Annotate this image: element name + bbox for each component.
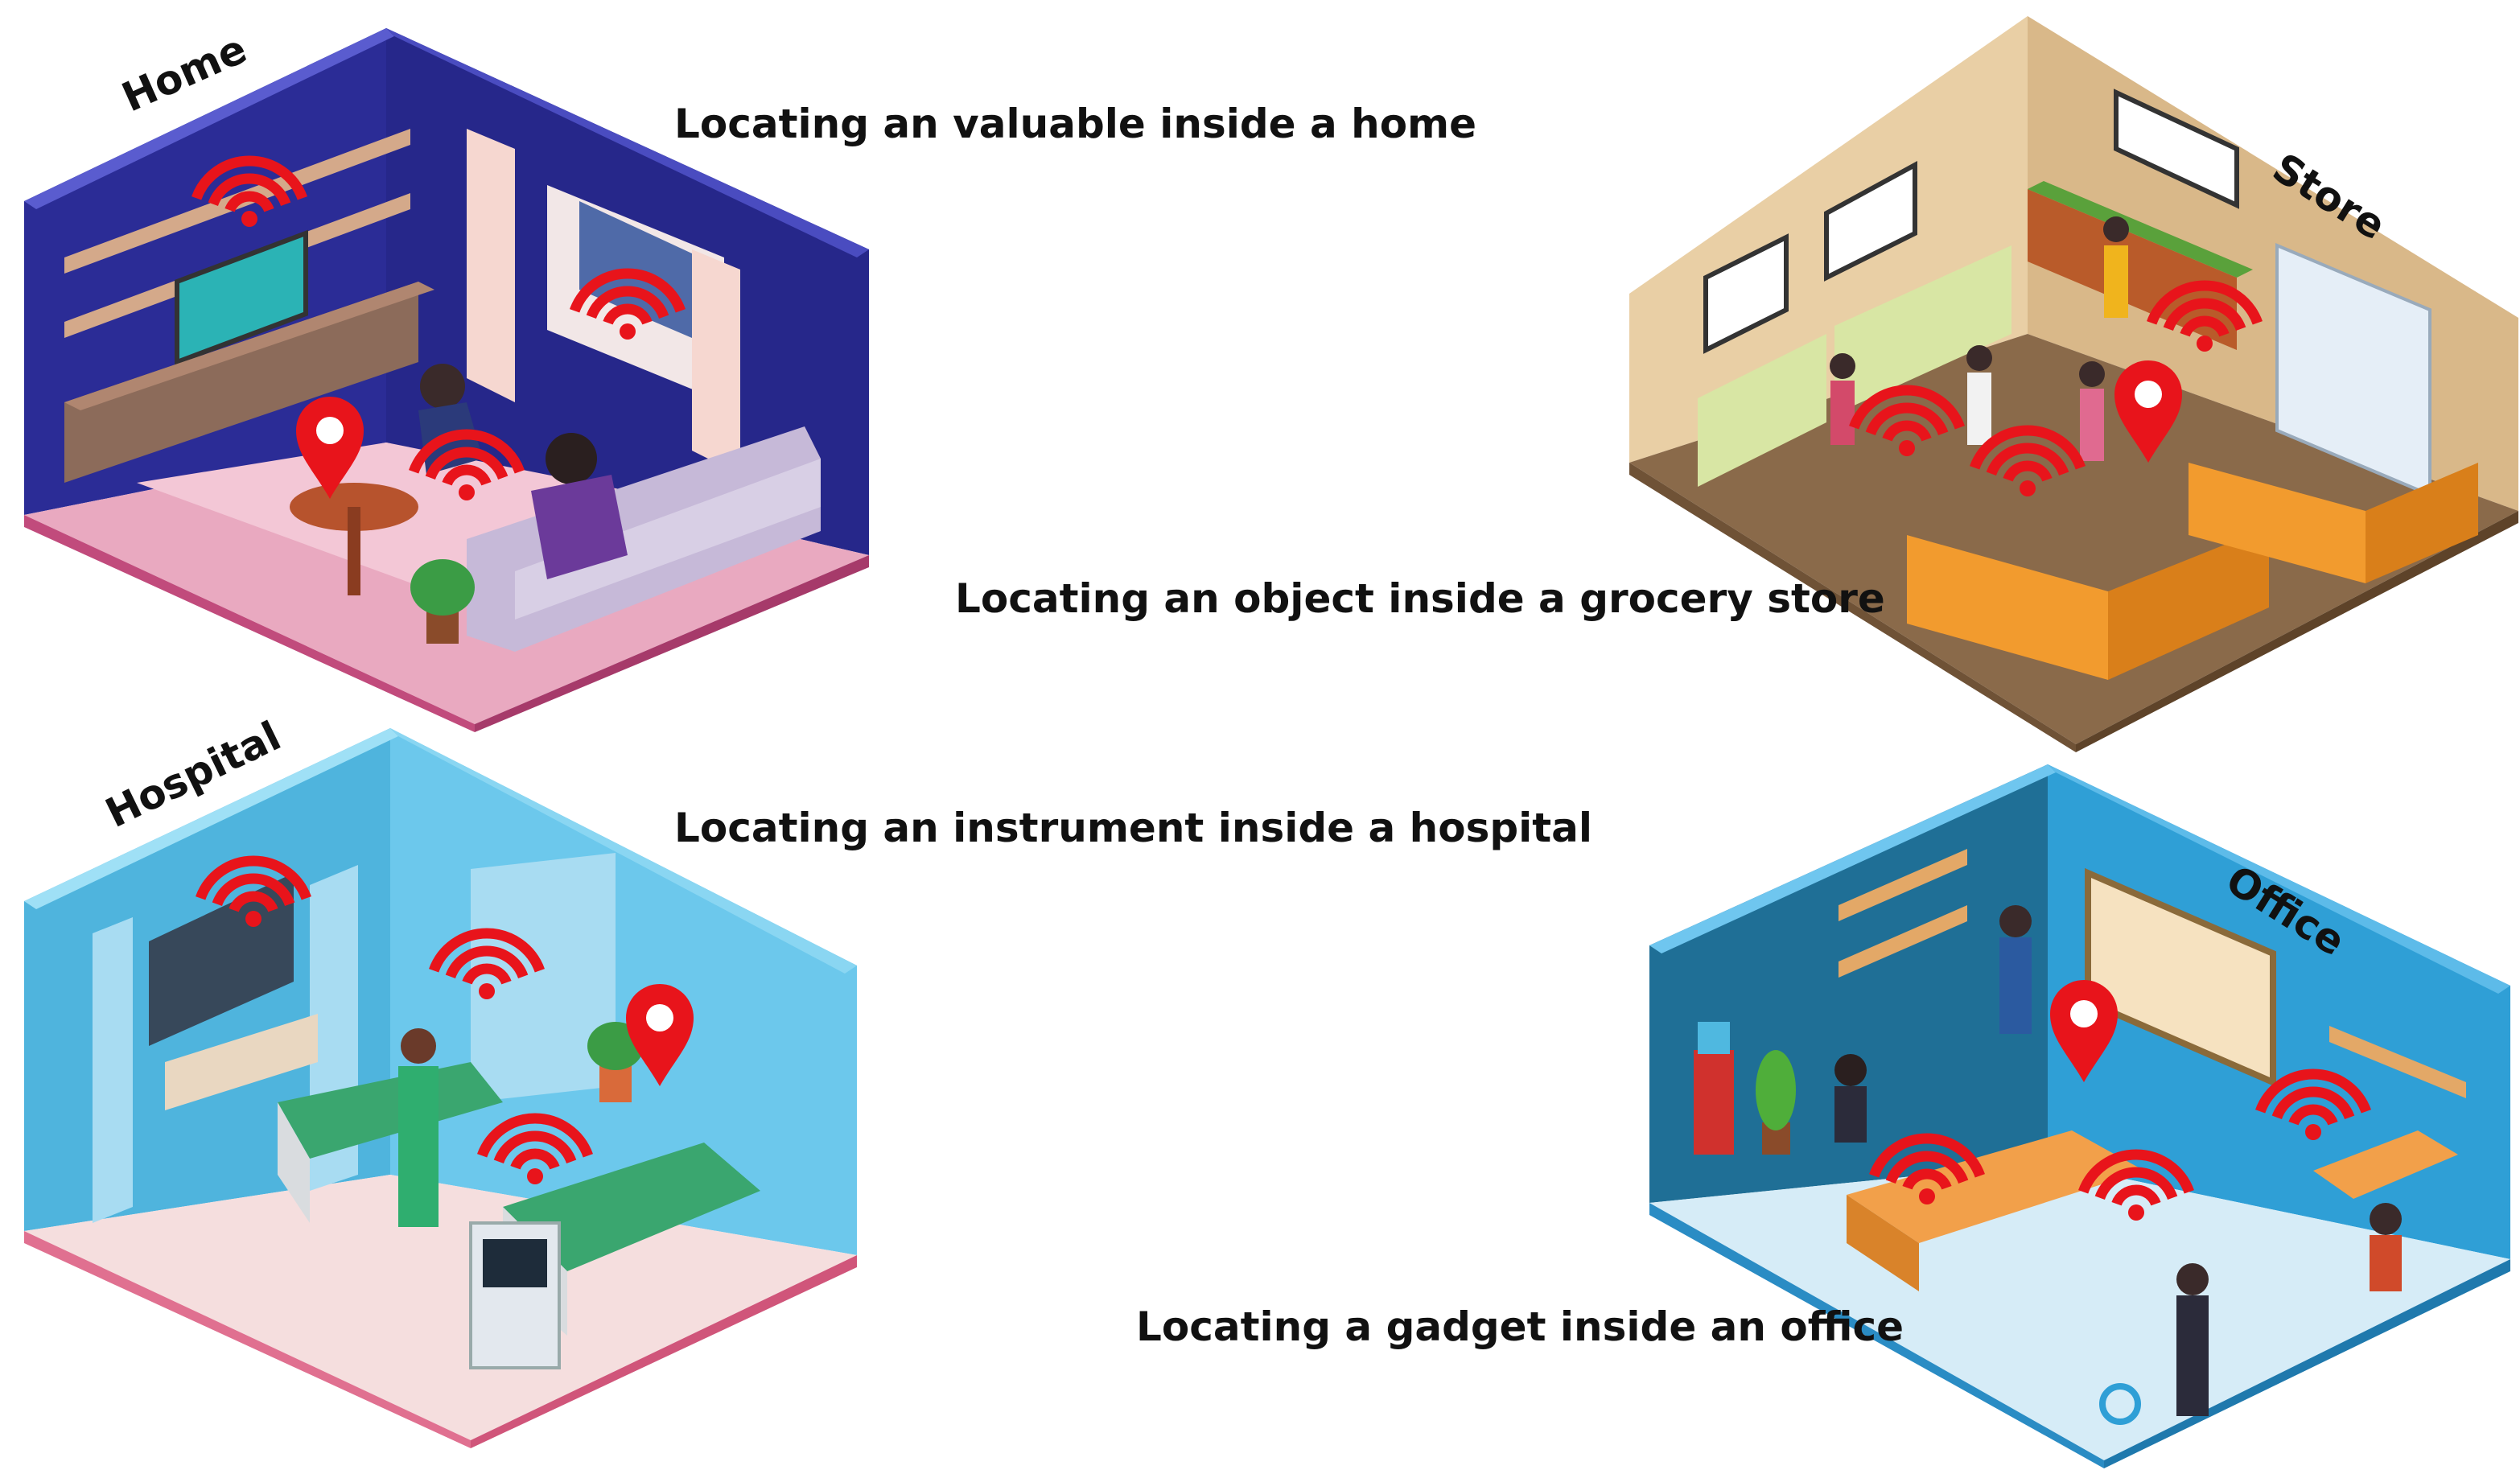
home-room bbox=[16, 24, 869, 732]
location-pin-icon bbox=[2050, 980, 2118, 1082]
wifi-signal-icon bbox=[409, 429, 525, 500]
location-pin-icon bbox=[626, 984, 694, 1086]
office-left-wall bbox=[1649, 764, 2048, 1203]
location-pin-icon bbox=[296, 397, 364, 499]
wifi-signal-icon bbox=[2078, 1149, 2194, 1221]
office-right-wall bbox=[2048, 764, 2510, 1259]
office-caption: Locating a gadget inside an office bbox=[1136, 1303, 1904, 1350]
hospital-room bbox=[20, 724, 865, 1448]
wifi-signal-icon bbox=[1869, 1133, 1985, 1204]
wifi-signal-icon bbox=[191, 155, 307, 227]
store-room bbox=[1625, 12, 2518, 752]
hospital-caption: Locating an instrument inside a hospital bbox=[674, 805, 1593, 851]
wifi-signal-icon bbox=[477, 1113, 593, 1184]
wifi-signal-icon bbox=[1849, 385, 1965, 456]
wifi-signal-icon bbox=[1970, 425, 2086, 496]
wifi-signal-icon bbox=[2255, 1069, 2371, 1140]
location-pin-icon bbox=[2114, 360, 2182, 463]
wifi-signal-icon bbox=[196, 855, 311, 927]
office-room bbox=[1645, 760, 2514, 1468]
tv bbox=[175, 229, 308, 366]
home-caption: Locating an valuable inside a home bbox=[674, 101, 1477, 147]
wifi-signal-icon bbox=[429, 928, 545, 999]
hospital-floor bbox=[24, 1175, 857, 1440]
wifi-signal-icon bbox=[570, 268, 686, 340]
wifi-signal-icon bbox=[2147, 280, 2263, 352]
whiteboard bbox=[2085, 867, 2276, 1088]
store-caption: Locating an object inside a grocery stor… bbox=[955, 575, 1885, 622]
